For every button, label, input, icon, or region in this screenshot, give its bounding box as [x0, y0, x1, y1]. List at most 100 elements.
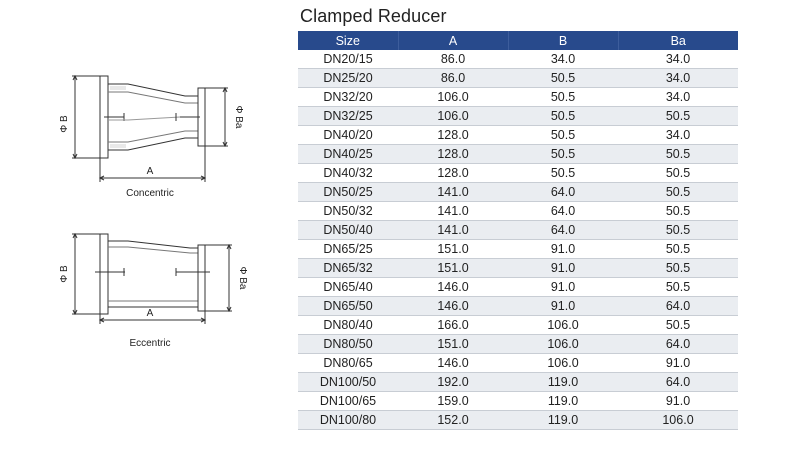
concentric-caption: Concentric	[126, 188, 174, 199]
column-header-ba: Ba	[617, 31, 738, 50]
cell-b: 50.5	[508, 163, 618, 183]
cell-a: 106.0	[398, 87, 508, 107]
cell-b: 106.0	[508, 353, 618, 373]
cell-size: DN25/20	[298, 68, 398, 88]
eccentric-dim-a: A	[147, 308, 154, 319]
cell-ba: 50.5	[618, 277, 738, 297]
cell-ba: 91.0	[618, 353, 738, 373]
technical-drawings: Φ B Φ Ba A Concentric Φ B Φ Ba A Eccentr…	[0, 0, 290, 455]
cell-b: 91.0	[508, 239, 618, 259]
cell-size: DN65/50	[298, 296, 398, 316]
cell-b: 91.0	[508, 277, 618, 297]
cell-b: 64.0	[508, 182, 618, 202]
cell-ba: 50.5	[618, 220, 738, 240]
cell-a: 151.0	[398, 258, 508, 278]
cell-ba: 50.5	[618, 182, 738, 202]
cell-size: DN20/15	[298, 50, 398, 69]
cell-b: 119.0	[508, 410, 618, 430]
cell-size: DN50/32	[298, 201, 398, 221]
cell-b: 106.0	[508, 334, 618, 354]
table-header-row: Size A B Ba	[298, 31, 738, 50]
cell-ba: 34.0	[618, 68, 738, 88]
cell-a: 152.0	[398, 410, 508, 430]
cell-a: 128.0	[398, 125, 508, 145]
cell-size: DN32/20	[298, 87, 398, 107]
column-header-b: B	[507, 31, 618, 50]
cell-b: 91.0	[508, 258, 618, 278]
cell-ba: 34.0	[618, 50, 738, 69]
cell-size: DN65/32	[298, 258, 398, 278]
reducer-drawings-svg: Φ B Φ Ba A Concentric Φ B Φ Ba A Eccentr…	[59, 74, 248, 349]
cell-a: 128.0	[398, 144, 508, 164]
eccentric-dim-b: Φ B	[59, 265, 70, 283]
cell-size: DN50/25	[298, 182, 398, 202]
cell-ba: 50.5	[618, 258, 738, 278]
cell-a: 106.0	[398, 106, 508, 126]
cell-b: 50.5	[508, 106, 618, 126]
cell-a: 86.0	[398, 50, 508, 69]
cell-ba: 50.5	[618, 315, 738, 335]
cell-a: 86.0	[398, 68, 508, 88]
cell-b: 50.5	[508, 68, 618, 88]
cell-size: DN65/25	[298, 239, 398, 259]
cell-a: 192.0	[398, 372, 508, 392]
cell-a: 141.0	[398, 201, 508, 221]
cell-a: 141.0	[398, 182, 508, 202]
cell-ba: 91.0	[618, 391, 738, 411]
cell-b: 119.0	[508, 372, 618, 392]
cell-a: 146.0	[398, 277, 508, 297]
column-header-size: Size	[298, 31, 398, 50]
cell-a: 141.0	[398, 220, 508, 240]
cell-a: 151.0	[398, 334, 508, 354]
cell-size: DN80/50	[298, 334, 398, 354]
cell-ba: 50.5	[618, 163, 738, 183]
eccentric-dim-ba: Φ Ba	[237, 267, 248, 290]
cell-b: 91.0	[508, 296, 618, 316]
concentric-drawing	[72, 74, 228, 182]
cell-ba: 64.0	[618, 296, 738, 316]
cell-ba: 106.0	[618, 410, 738, 430]
cell-ba: 64.0	[618, 372, 738, 392]
cell-ba: 50.5	[618, 144, 738, 164]
cell-ba: 34.0	[618, 87, 738, 107]
cell-a: 151.0	[398, 239, 508, 259]
concentric-dim-a: A	[147, 166, 154, 177]
cell-size: DN40/32	[298, 163, 398, 183]
cell-size: DN65/40	[298, 277, 398, 297]
column-header-a: A	[397, 31, 508, 50]
cell-ba: 50.5	[618, 201, 738, 221]
cell-b: 50.5	[508, 144, 618, 164]
cell-a: 166.0	[398, 315, 508, 335]
cell-ba: 34.0	[618, 125, 738, 145]
cell-size: DN80/65	[298, 353, 398, 373]
cell-ba: 64.0	[618, 334, 738, 354]
cell-size: DN50/40	[298, 220, 398, 240]
cell-b: 64.0	[508, 220, 618, 240]
cell-a: 159.0	[398, 391, 508, 411]
cell-size: DN40/20	[298, 125, 398, 145]
cell-size: DN100/65	[298, 391, 398, 411]
cell-size: DN32/25	[298, 106, 398, 126]
cell-ba: 50.5	[618, 239, 738, 259]
cell-ba: 50.5	[618, 106, 738, 126]
cell-b: 119.0	[508, 391, 618, 411]
cell-b: 50.5	[508, 87, 618, 107]
